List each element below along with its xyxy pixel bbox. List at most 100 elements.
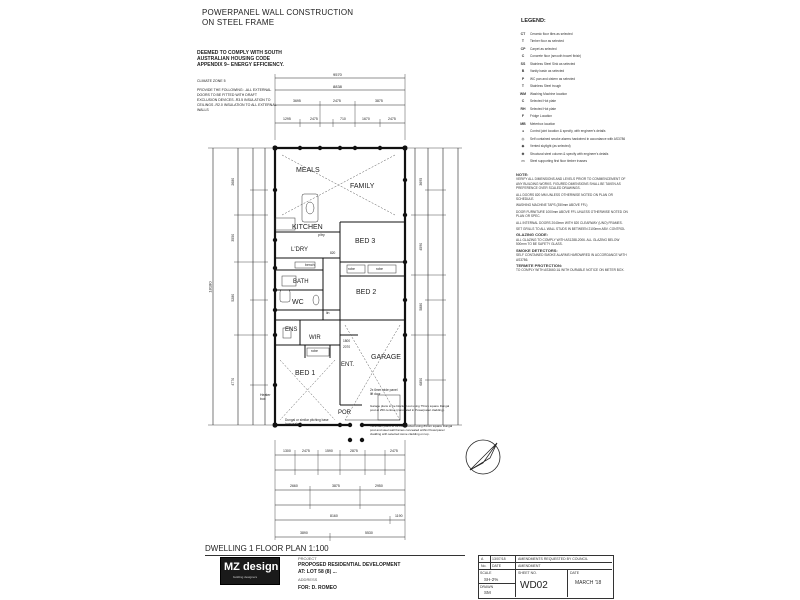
legend-item: C Concrete floor (smooth trowel finish) <box>516 53 628 61</box>
dim-bottom-row1-e: 2475 <box>390 449 398 453</box>
dim-right-b: 4590 <box>419 242 424 251</box>
room-meals: MEALS <box>296 167 320 174</box>
note-flashing: Dungal or similar pitching base (conceal… <box>285 418 329 426</box>
legend-note: VERIFY ALL DIMENSIONS AND LEVELS PRIOR T… <box>516 177 626 191</box>
legend-code: WM <box>519 91 527 96</box>
legend-note: SET GRILLS TO ALL WALL STUDS IN BETWEEN … <box>516 227 625 232</box>
company-logo: MZ design building designers <box>220 557 280 585</box>
rev-letter: A <box>481 557 484 561</box>
bench-label: bench <box>305 263 315 267</box>
amendment-label: AMENDMENT <box>518 564 541 568</box>
legend-code: CP <box>520 46 526 51</box>
address-label: ADDRESS <box>298 577 318 582</box>
legend-code: RH <box>520 106 526 111</box>
legend-description: Ceramic floor tiles as selected <box>530 31 573 36</box>
dim-2070: 2070 <box>343 345 351 349</box>
dim-1800: 1800 <box>343 339 351 343</box>
dim-top-row2-b: 2475 <box>333 99 341 103</box>
termite-text: TO COMPLY WITH AS3660.1& WITH DURABLE NO… <box>516 268 625 273</box>
dim-bottom-row2-b: 3875 <box>332 484 340 488</box>
dim-top-row1: 8838 <box>333 84 342 89</box>
dim-bottom-row2-a: 2660 <box>290 484 298 488</box>
room-wc: WC <box>292 299 304 306</box>
dim-top-row2-a: 3695 <box>293 99 301 103</box>
legend-description: Carpet as selected <box>530 46 557 51</box>
drawn-value: SM <box>484 590 491 595</box>
legend-code: ▭ <box>521 159 525 164</box>
dim-right-d: 6850 <box>419 377 424 386</box>
logo-subtitle: building designers <box>233 575 258 579</box>
dim-bottom-row4-b: 5530 <box>365 531 373 535</box>
legend-description: Timber floor as selected <box>530 39 564 44</box>
smoke-title: SMOKE DETECTORS: <box>516 247 558 253</box>
room-wir: WIR <box>309 335 321 341</box>
glazing-title: GLAZING CODE: <box>516 232 548 238</box>
dim-bottom-row3-b: 1190 <box>395 514 403 518</box>
dim-top-row3-a: 1295 <box>283 117 291 121</box>
compliance-provisions: PROVIDE THE FOLLOWING: -ALL EXTERNAL DOO… <box>197 88 277 112</box>
room-family: FAMILY <box>350 183 375 190</box>
legend-description: Fridge Location <box>530 114 552 119</box>
legend-item: T Timber floor as selected <box>516 38 628 46</box>
pantry-label: p/try <box>318 233 325 237</box>
robe-label-2: robe <box>376 267 384 271</box>
legend-code: ◈ <box>521 144 525 149</box>
legend-item: CP Carpet as selected <box>516 45 628 53</box>
legend-code: C <box>521 99 525 104</box>
legend-description: Vented skylight (as selected) <box>530 144 571 149</box>
project-label: PROJECT <box>298 556 317 561</box>
climate-zone: CLIMATE ZONE 5 <box>197 79 226 83</box>
legend-description: Selected Hot plate <box>530 106 557 111</box>
dim-820: 820 <box>330 251 336 255</box>
legend-note: DOOR FURNITURE 1000mm ABOVE FFL UNLESS O… <box>516 209 628 219</box>
room-entry: ENT. <box>341 362 355 368</box>
dim-bottom-row4-a: 3890 <box>300 531 308 535</box>
legend-item: ●Control joint location & specify, with … <box>516 128 628 136</box>
legend-item: ◇Self contained smoke alarms hardwired i… <box>516 135 628 143</box>
no-label: No. <box>481 564 487 568</box>
room-porch: POR <box>338 410 352 416</box>
note-garage: Garage plans to be blocked out using 75m… <box>370 404 450 412</box>
legend-code: SS <box>520 61 526 66</box>
compliance-statement: DEEMED TO COMPLY WITH SOUTH AUSTRALIAN H… <box>197 50 284 68</box>
legend-item: RH Selected Hot plate <box>516 105 628 113</box>
room-ensuite: ENS <box>285 327 298 333</box>
legend-note: ALL INTERNAL DOORS 2040mm WITH 820 CLEAR… <box>516 220 623 225</box>
date2-value: MARCH '18 <box>575 580 602 586</box>
smoke-text: SELF CONTAINED SMOKE ALARMS HARDWIRED IN… <box>516 253 627 262</box>
room-bed1: BED 1 <box>295 370 316 377</box>
logo-text: MZ design <box>224 561 279 573</box>
dim-bottom-row1-a: 1300 <box>283 449 291 453</box>
room-kitchen: KITCHEN <box>292 224 323 231</box>
dim-overall-length: 18180 <box>207 281 213 293</box>
legend-code: C <box>521 54 525 59</box>
sheet-label: SHEET NO. <box>518 571 537 575</box>
dim-bottom-row2-c: 2950 <box>375 484 383 488</box>
robe-label-1: robe <box>348 267 356 271</box>
dim-top-row3-b: 2475 <box>310 117 318 121</box>
date2-label: DATE <box>570 571 580 575</box>
client-name: FOR: D. ROMEO <box>298 585 337 591</box>
termite-title: TERMITE PROTECTION: <box>516 262 563 268</box>
legend-description: Meterbox location <box>530 121 556 126</box>
legend-note: WASHING MACHINE TAPS (350mm ABOVE FFL) <box>516 203 588 208</box>
dim-left-a: 2680 <box>231 177 236 186</box>
glazing-text: ALL GLAZING TO COMPLY WITH AS1288-2006. … <box>516 237 620 247</box>
legend-description: Washing Machine location <box>530 91 568 96</box>
title-block-table <box>478 555 614 599</box>
legend-description: Concrete floor (smooth trowel finish) <box>530 54 582 59</box>
robe-label-3: robe <box>311 349 319 353</box>
dim-bottom-row1-d: 2875 <box>350 449 358 453</box>
legend-code: T <box>521 39 525 44</box>
rev-date: 13/07/18 <box>492 557 506 561</box>
legend-description: Steel supporting first floor timber trus… <box>530 159 588 164</box>
dim-overall-width: 9570 <box>333 72 342 77</box>
dim-top-row3-d: 1670 <box>362 117 370 121</box>
